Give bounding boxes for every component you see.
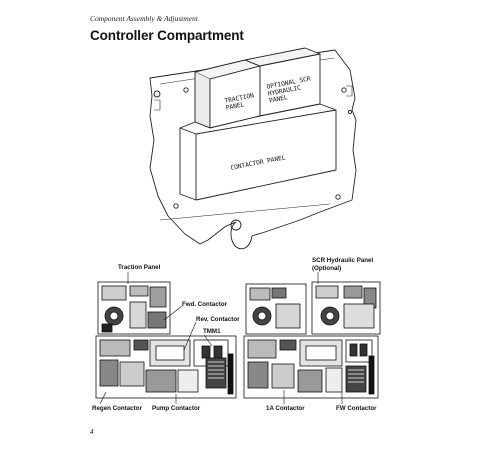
running-head: Component Assembly & Adjustment [90, 14, 198, 23]
callout-tmm1: TMM1 [203, 328, 221, 335]
callout-fw-contactor: FW Contactor [336, 405, 377, 412]
callout-traction-panel: Traction Panel [118, 264, 161, 271]
callout-1a-contactor: 1A Contactor [266, 405, 305, 412]
callout-pump-contactor: Pump Contactor [152, 405, 201, 412]
callout-rev-contactor: Rev. Contactor [196, 316, 240, 323]
mounting-plate [149, 49, 357, 250]
callout-scr-hydraulic-panel: SCR Hydraulic Panel [312, 257, 374, 264]
page-title: Controller Compartment [90, 28, 244, 43]
callout-regen-contactor: Regen Contactor [92, 405, 142, 412]
callout-fwd-contactor: Fwd. Contactor [182, 301, 228, 308]
contactor-panel-box [179, 103, 337, 201]
callout-optional: (Optional) [312, 265, 342, 272]
page-number: 4 [90, 428, 94, 436]
